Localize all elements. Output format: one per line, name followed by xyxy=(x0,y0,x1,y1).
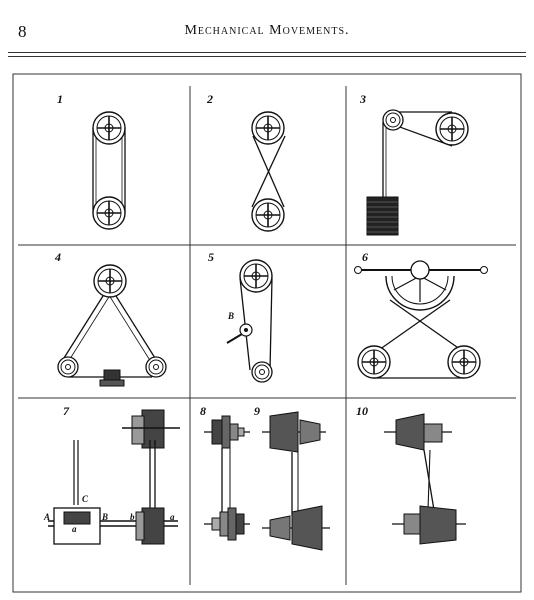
page-title: Mechanical Movements. xyxy=(184,23,350,38)
fig7-letter-B: B xyxy=(102,512,109,522)
fig7-letter-a1: a xyxy=(72,524,77,534)
figure-7-drawing xyxy=(48,409,180,545)
figure-10-drawing xyxy=(384,413,466,545)
figure-8-drawing xyxy=(204,415,250,541)
figure-label-5: 5 xyxy=(208,250,214,264)
header-rule xyxy=(8,52,526,53)
figure-5-drawing xyxy=(226,259,273,383)
fig5-letter-b: B xyxy=(228,311,235,321)
figure-3-drawing xyxy=(366,109,469,236)
figure-label-4: 4 xyxy=(55,250,61,264)
figure-6-drawing xyxy=(354,260,488,379)
figure-label-1: 1 xyxy=(57,92,63,106)
figure-4-drawing xyxy=(57,264,167,387)
figure-label-7: 7 xyxy=(63,404,69,418)
fig7-letter-b: b xyxy=(130,512,135,522)
figure-2-drawing xyxy=(251,111,286,232)
plate-frame xyxy=(12,73,522,593)
figure-label-2: 2 xyxy=(207,92,213,106)
figure-1-drawing xyxy=(92,111,126,230)
figure-9-drawing xyxy=(262,411,330,551)
page-number: 8 xyxy=(18,22,27,41)
figure-label-8: 8 xyxy=(200,404,206,418)
fig7-letter-c: C xyxy=(82,494,89,504)
fig7-letter-a2: a xyxy=(170,512,175,522)
fig7-letter-A: A xyxy=(44,512,51,522)
header-rule-secondary xyxy=(8,56,526,57)
figure-label-6: 6 xyxy=(362,250,368,264)
figure-label-3: 3 xyxy=(360,92,366,106)
figure-label-10: 10 xyxy=(356,404,368,418)
figure-label-9: 9 xyxy=(254,404,260,418)
